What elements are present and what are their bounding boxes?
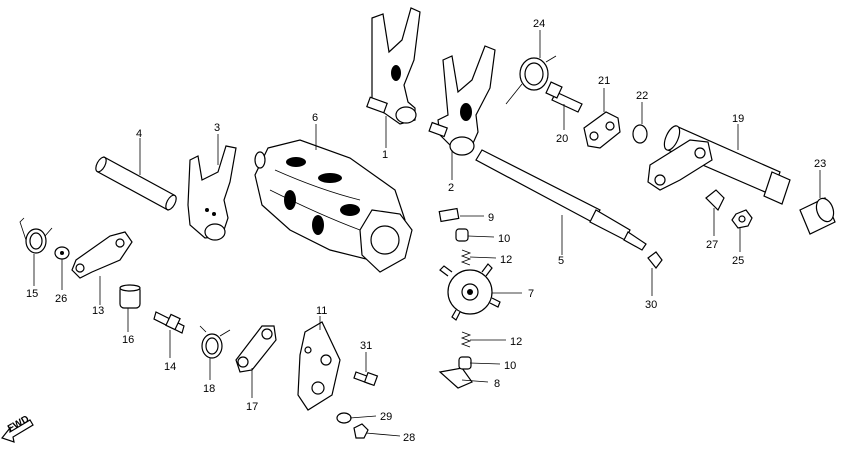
nut-28 — [353, 423, 369, 439]
part-label-23: 23 — [814, 158, 826, 170]
leader-lines — [33, 30, 821, 437]
clip-27 — [705, 189, 725, 212]
shift-shaft-5 — [475, 149, 647, 251]
bolt-31 — [353, 371, 379, 387]
forward-direction-arrow: FWD — [0, 414, 34, 443]
part-label-20: 20 — [556, 133, 568, 145]
part-label-26: 26 — [55, 293, 67, 305]
part-label-19: 19 — [732, 113, 744, 125]
part-label-12a: 12 — [500, 254, 512, 266]
shift-fork-2 — [428, 45, 496, 156]
part-label-22: 22 — [636, 90, 648, 102]
part-label-14: 14 — [164, 361, 176, 373]
return-spring-15 — [19, 217, 53, 254]
roller-10b — [458, 356, 472, 370]
shift-arm-13 — [71, 231, 133, 279]
washer-22 — [632, 124, 648, 144]
part-label-2: 2 — [448, 182, 454, 194]
part-number-labels: 1 2 3 4 5 6 7 8 9 10 10 11 12 12 13 14 1… — [26, 18, 826, 444]
gearshift-spindle-19 — [647, 125, 791, 205]
collar-23 — [799, 197, 836, 235]
part-label-24: 24 — [533, 18, 545, 30]
part-label-18: 18 — [203, 383, 215, 395]
spring-18 — [199, 325, 231, 359]
part-label-10b: 10 — [504, 360, 516, 372]
spring-12a — [460, 249, 472, 266]
washer-29 — [336, 412, 352, 424]
part-label-12b: 12 — [510, 336, 522, 348]
shift-drum-6 — [254, 139, 413, 273]
part-label-30: 30 — [645, 299, 657, 311]
shift-fork-3 — [187, 145, 237, 241]
stopper-arm-8 — [438, 367, 473, 389]
part-label-29: 29 — [380, 411, 392, 423]
roller-10a — [455, 228, 469, 242]
spring-12b — [460, 331, 472, 348]
part-label-9: 9 — [488, 212, 494, 224]
part-label-16: 16 — [122, 334, 134, 346]
washer-26 — [54, 246, 70, 260]
collar-16 — [119, 284, 141, 309]
part-label-6: 6 — [312, 112, 318, 124]
bolt-20 — [545, 81, 583, 113]
part-label-11: 11 — [316, 305, 327, 317]
drum-stopper-7 — [439, 263, 501, 321]
part-label-3: 3 — [214, 122, 220, 134]
part-label-27: 27 — [706, 239, 718, 251]
part-label-15: 15 — [26, 288, 38, 300]
part-label-25: 25 — [732, 255, 744, 267]
part-label-17: 17 — [246, 401, 258, 413]
nut-25 — [731, 209, 753, 229]
guide-plate-11 — [297, 321, 341, 411]
part-label-1: 1 — [382, 149, 388, 161]
part-label-13: 13 — [92, 305, 104, 317]
plate-17 — [235, 325, 277, 373]
part-label-8: 8 — [494, 378, 500, 390]
part-label-7: 7 — [528, 288, 534, 300]
fork-shaft-4 — [95, 156, 177, 211]
part-label-21: 21 — [598, 75, 610, 87]
clip-30 — [647, 251, 663, 269]
part-label-10a: 10 — [498, 233, 510, 245]
part-label-4: 4 — [136, 128, 142, 140]
pin-9 — [438, 207, 460, 223]
plate-21 — [583, 111, 621, 149]
part-label-31: 31 — [360, 340, 372, 352]
shift-fork-1 — [366, 7, 421, 125]
spring-24 — [505, 55, 557, 105]
bolt-14 — [153, 311, 185, 334]
part-label-28: 28 — [403, 432, 415, 444]
part-label-5: 5 — [558, 255, 564, 267]
